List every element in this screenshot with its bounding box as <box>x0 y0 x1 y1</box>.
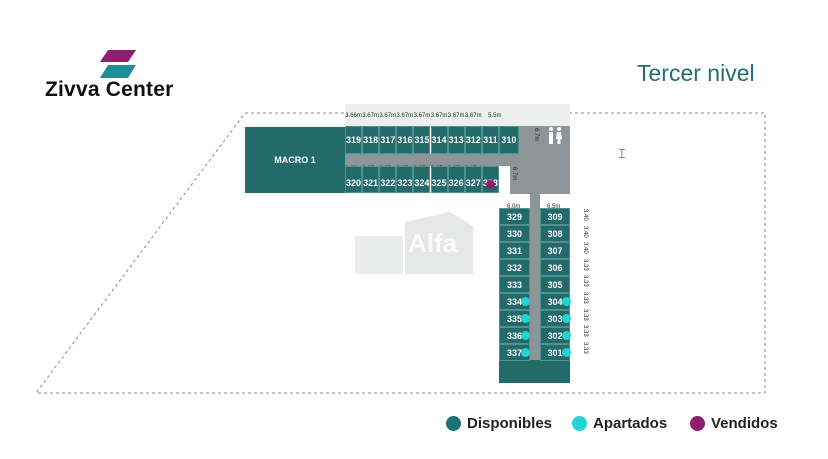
unit-317[interactable]: 317 <box>379 126 397 154</box>
status-dot-334 <box>521 297 530 306</box>
legend-dot-vendidos <box>690 416 705 431</box>
side-dim-3: 3.33 <box>582 258 588 271</box>
unit-329[interactable]: 329 <box>499 208 530 225</box>
unit-319[interactable]: 319 <box>345 126 363 154</box>
side-dim-4: 3.33 <box>582 275 588 288</box>
unit-324[interactable]: 324 <box>413 166 431 193</box>
unit-311[interactable]: 311 <box>481 126 499 154</box>
dimension-band <box>345 104 570 126</box>
top-dim-1: 3.67m <box>362 113 379 119</box>
status-dot-304 <box>562 297 571 306</box>
unit-321[interactable]: 321 <box>362 166 380 193</box>
unit-313[interactable]: 313 <box>447 126 465 154</box>
top-dim-7: 3.67m <box>464 113 482 119</box>
restroom-icon <box>549 127 562 144</box>
unit-306[interactable]: 306 <box>540 259 570 276</box>
status-dot-328 <box>485 180 495 189</box>
side-dim-0: 3.40 <box>582 209 588 221</box>
top-dim-2: 3.67m <box>379 113 397 119</box>
corridor-dim-2: 6.7m <box>511 167 517 181</box>
unit-333[interactable]: 333 <box>499 276 530 293</box>
corridor-dim-1: 6.7m <box>533 128 539 142</box>
watermark-house-icon <box>355 212 473 274</box>
top-dim-6: 3.67m <box>447 113 465 119</box>
page-title: Tercer nivel <box>637 60 755 86</box>
top-dim-0: 3.66m <box>345 113 362 119</box>
unit-316[interactable]: 316 <box>396 126 414 154</box>
unit-330[interactable]: 330 <box>499 225 530 242</box>
watermark-text: Alfa <box>408 228 458 258</box>
top-dim-3: 3.67m <box>396 113 414 119</box>
side-dim-1: 3.40 <box>582 225 588 238</box>
unit-323[interactable]: 323 <box>396 166 414 193</box>
status-dot-336 <box>521 331 530 340</box>
unit-331[interactable]: 331 <box>499 242 530 259</box>
unit-308[interactable]: 308 <box>540 225 570 242</box>
unit-315[interactable]: 315 <box>413 126 431 154</box>
legend-disponibles: Disponibles <box>446 415 552 432</box>
side-dim-7: 3.33 <box>582 325 588 337</box>
legend-dot-apartados <box>572 416 587 431</box>
zivva-logo-icon <box>100 50 136 78</box>
legend-dot-disponibles <box>446 416 461 431</box>
unit-310[interactable]: 310 <box>498 126 519 154</box>
legend-label: Apartados <box>593 415 668 432</box>
unit-327[interactable]: 327 <box>464 166 482 193</box>
right-col-dim: 6.5m <box>547 204 561 210</box>
legend-apartados: Apartados <box>572 415 667 432</box>
unit-305[interactable]: 305 <box>540 276 570 293</box>
unit-320[interactable]: 320 <box>345 166 363 193</box>
status-dot-337 <box>521 348 530 357</box>
unit-312[interactable]: 312 <box>464 126 482 154</box>
unit-325[interactable]: 325 <box>430 166 448 193</box>
status-dot-335 <box>521 314 530 323</box>
top-dim-5: 3.67m <box>430 113 448 119</box>
text-cursor-icon: ⌶ <box>618 146 626 161</box>
bottom-block <box>499 360 570 383</box>
side-dim-6: 3.33 <box>582 308 588 321</box>
unit-326[interactable]: 326 <box>447 166 465 193</box>
legend-label: Vendidos <box>711 415 778 432</box>
unit-332[interactable]: 332 <box>499 259 530 276</box>
side-dim-2: 3.40 <box>582 242 588 254</box>
top-dim-4: 3.67m <box>413 113 431 119</box>
top-dim-8: 5.5m <box>488 113 502 119</box>
unit-318[interactable]: 318 <box>362 126 380 154</box>
side-dim-8: 3.33 <box>582 341 588 354</box>
legend-label: Disponibles <box>467 415 553 432</box>
brand-name: Zivva Center <box>45 78 174 101</box>
macro-1-unit[interactable]: MACRO 1 <box>245 127 345 193</box>
left-col-dim: 6.0m <box>507 204 521 210</box>
unit-322[interactable]: 322 <box>379 166 397 193</box>
legend-vendidos: Vendidos <box>690 415 778 432</box>
side-dim-5: 3.33 <box>582 292 588 304</box>
status-dot-302 <box>562 331 571 340</box>
status-dot-301 <box>562 348 571 357</box>
unit-314[interactable]: 314 <box>430 126 448 154</box>
corridor-vertical <box>530 194 540 360</box>
unit-309[interactable]: 309 <box>540 208 570 225</box>
unit-307[interactable]: 307 <box>540 242 570 259</box>
status-dot-303 <box>562 314 571 323</box>
